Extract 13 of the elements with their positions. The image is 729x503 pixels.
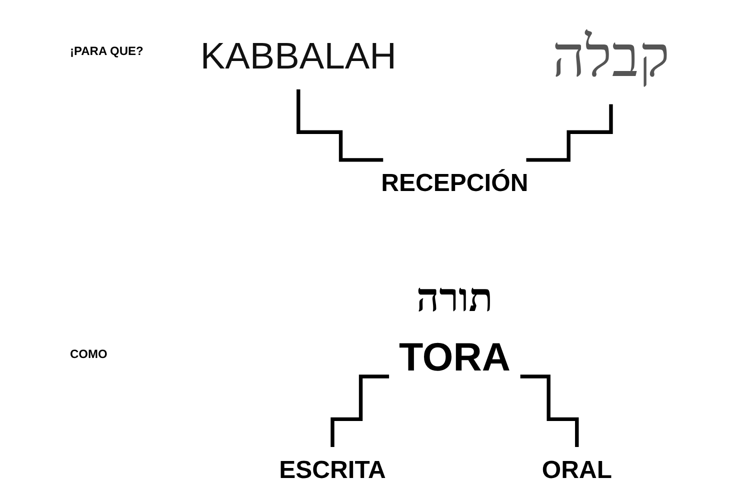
side-label: COMO xyxy=(70,347,108,361)
connector xyxy=(330,374,390,449)
node-text: TORA xyxy=(398,334,510,379)
connector xyxy=(526,102,613,162)
side-label: ¡PARA QUE? xyxy=(70,44,144,58)
node-label: תורה xyxy=(416,275,493,320)
node-text: קבלה xyxy=(552,25,670,88)
node-text: ESCRITA xyxy=(279,456,386,484)
connector xyxy=(296,88,384,162)
node-text: KABBALAH xyxy=(200,36,396,78)
connector xyxy=(520,374,579,449)
node-text: ORAL xyxy=(542,456,612,484)
node-text: RECEPCIÓN xyxy=(381,170,528,198)
